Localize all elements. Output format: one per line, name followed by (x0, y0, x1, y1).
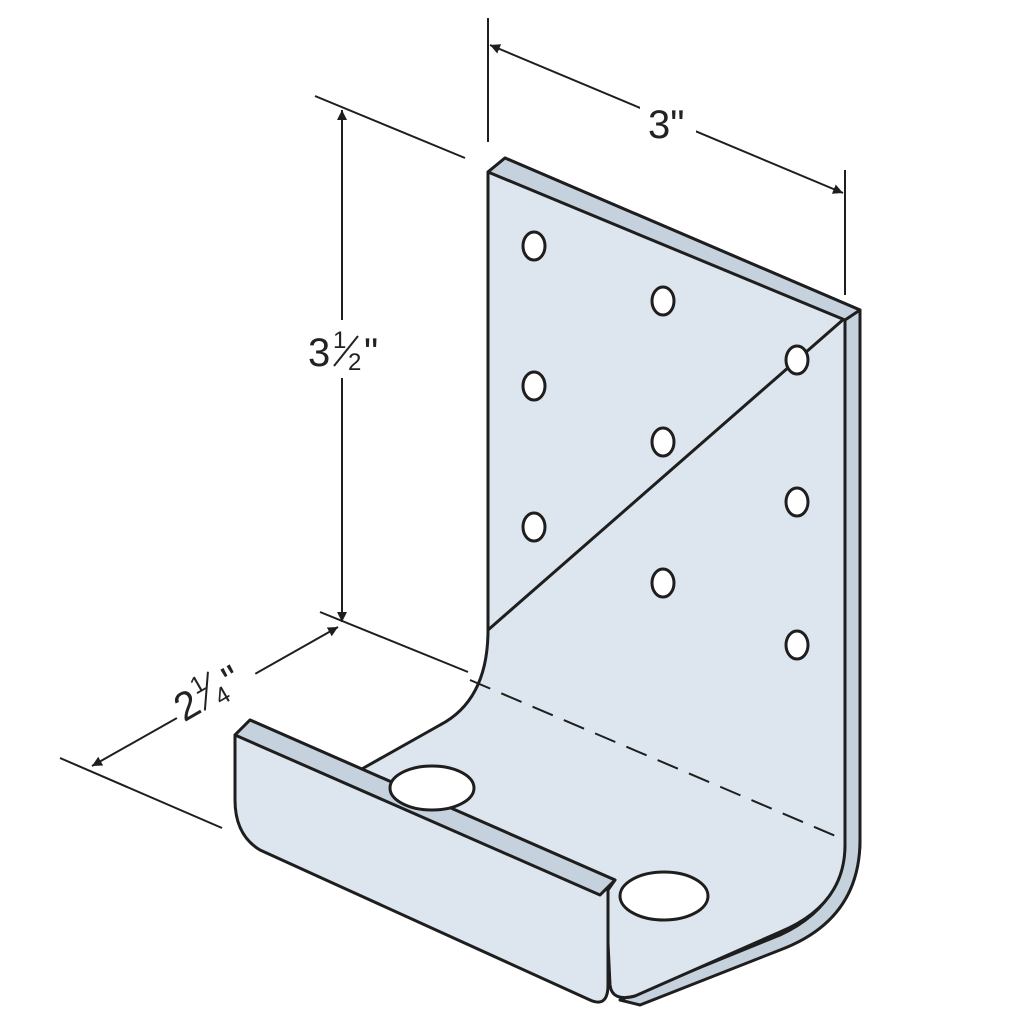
nail-hole (521, 370, 547, 402)
width-dimension: 3" (487, 18, 846, 295)
bolt-holes (388, 764, 710, 922)
height-fraction-den: 2 (348, 349, 361, 376)
height-dimension: 3 1 2 " (305, 95, 469, 673)
height-label: 3 (308, 331, 330, 375)
base-floor (358, 316, 847, 1000)
nail-holes (521, 230, 810, 661)
bracket-body (233, 156, 862, 1007)
bolt-hole (388, 764, 476, 812)
nail-hole (650, 426, 676, 458)
nail-hole (784, 344, 810, 376)
width-label: 3" (648, 103, 684, 147)
nail-hole (784, 486, 810, 518)
nail-hole (650, 567, 676, 599)
nail-hole (650, 285, 676, 317)
height-fraction-num: 1 (333, 327, 346, 354)
depth-dimension: 2 1 4 " (59, 626, 339, 829)
nail-hole (521, 230, 547, 262)
height-unit: " (364, 331, 378, 375)
front-lip (233, 718, 617, 1004)
bolt-hole (618, 870, 710, 922)
nail-hole (521, 511, 547, 543)
nail-hole (784, 629, 810, 661)
